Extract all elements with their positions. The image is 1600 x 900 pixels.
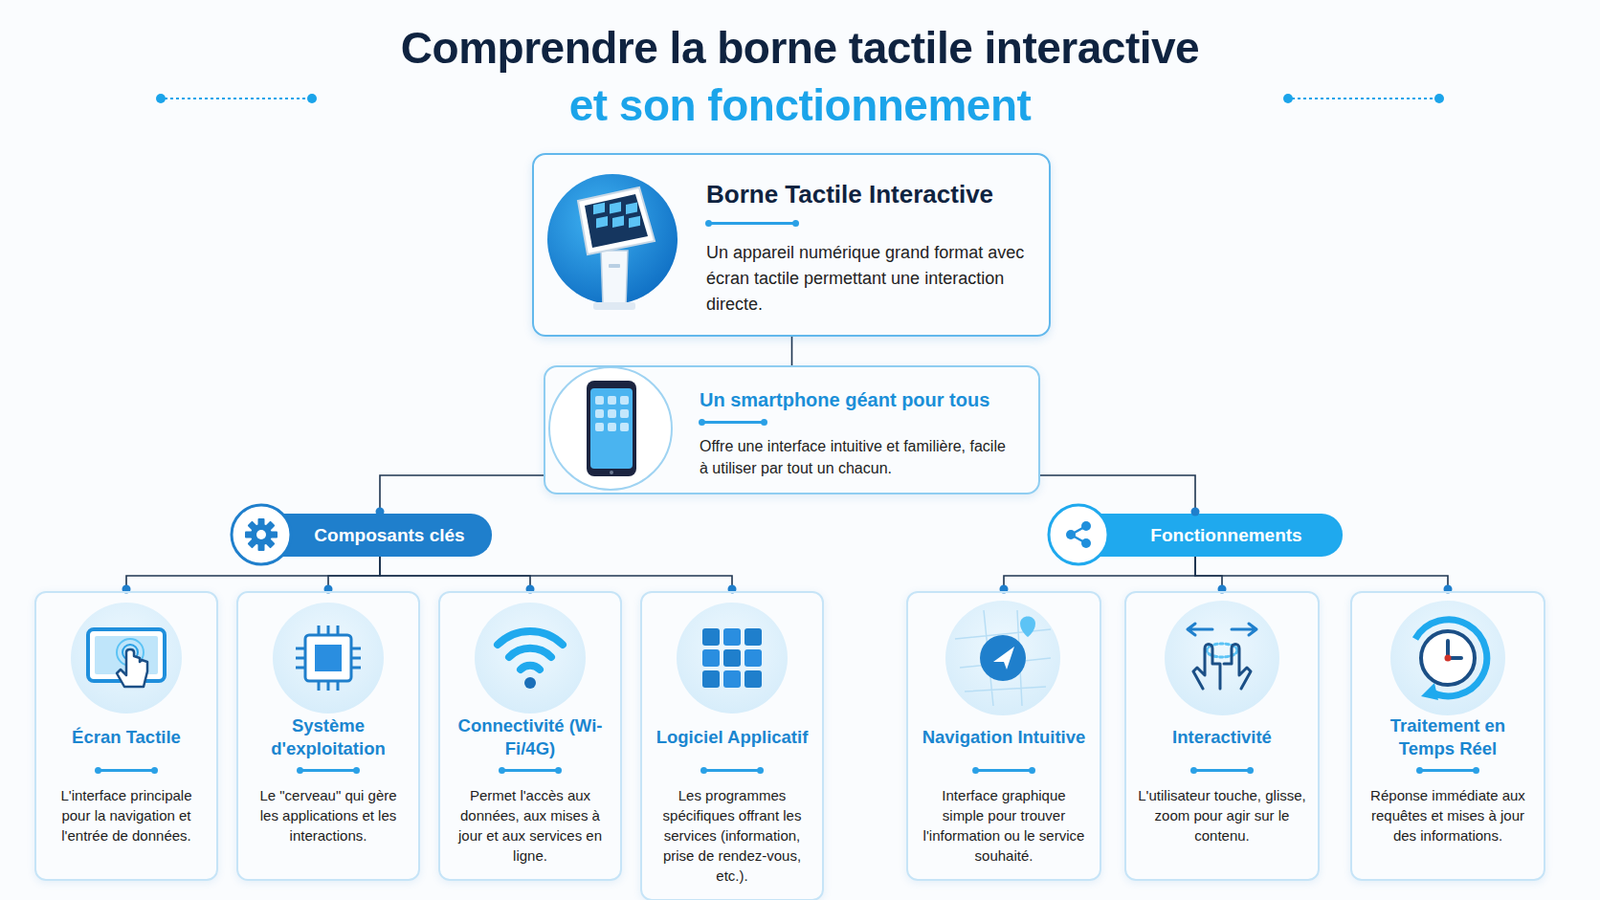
- chip-pin: [327, 625, 331, 636]
- pill-label: Fonctionnements: [1110, 513, 1343, 557]
- connector-line: [791, 336, 794, 366]
- chip-icon: [295, 625, 361, 691]
- clock-icon: [1415, 620, 1488, 701]
- function-card: InteractivitéL'utilisateur touche, gliss…: [1124, 591, 1320, 882]
- heading-underline: [708, 222, 797, 225]
- chip-pin: [351, 647, 361, 651]
- heading-underline: [97, 769, 156, 773]
- connector-line: [328, 556, 380, 592]
- function-card: Traitement en Temps RéelRéponse immédiat…: [1350, 591, 1546, 882]
- heading-underline: [501, 769, 559, 773]
- card-heading: Navigation Intuitive: [919, 713, 1089, 762]
- connector-line: [379, 556, 733, 592]
- chip-pin: [351, 666, 361, 670]
- card-heading: Connectivité (Wi-Fi/4G): [451, 713, 609, 762]
- card-body: L'interface principale pour la navigatio…: [47, 785, 205, 846]
- app-grid-icon: [702, 628, 762, 689]
- card-heading: Traitement en Temps Réel: [1363, 713, 1533, 762]
- card-body: Permet l'accès aux données, aux mises à …: [451, 785, 609, 867]
- gesture-icon: [1187, 623, 1257, 689]
- chip-pin: [295, 647, 306, 651]
- box-heading: Borne Tactile Interactive: [706, 177, 1030, 211]
- chip-pin: [327, 681, 331, 691]
- chip-pin: [351, 657, 361, 661]
- category-pill: Composants clés: [287, 513, 492, 557]
- heading-underline: [975, 769, 1033, 773]
- box-heading: Un smartphone géant pour tous: [699, 386, 1023, 414]
- heading-underline: [1193, 769, 1251, 773]
- box-body: Offre une interface intuitive et familiè…: [699, 435, 1006, 480]
- wifi-icon: [497, 631, 563, 689]
- pill-label: Composants clés: [287, 513, 492, 557]
- card-body: Interface graphique simple pour trouver …: [919, 785, 1089, 867]
- connector-line: [126, 556, 380, 592]
- function-card: Navigation IntuitiveInterface graphique …: [906, 591, 1102, 882]
- chip-pin: [317, 625, 321, 636]
- box-body: Un appareil numérique grand format avec …: [706, 240, 1032, 318]
- connector-line: [379, 556, 531, 592]
- diagram-title: Comprendre la borne tactile interactive …: [397, 19, 1204, 134]
- main-box: Borne Tactile Interactive Un appareil num…: [532, 153, 1051, 337]
- category-pill: Fonctionnements: [1110, 513, 1343, 557]
- pill-fonctionnements: [1048, 505, 1343, 565]
- chip-pin: [295, 657, 306, 661]
- card-heading: Logiciel Applicatif: [653, 713, 811, 762]
- connector-line: [1003, 556, 1196, 592]
- kiosk-icon: [547, 174, 678, 311]
- chip-pin: [295, 666, 306, 670]
- card-body: Les programmes spécifiques offrant les s…: [653, 785, 811, 887]
- connector-line: [1195, 556, 1448, 592]
- chip-pin: [336, 625, 340, 636]
- component-card: Écran TactileL'interface principale pour…: [34, 591, 219, 882]
- touchscreen-icon: [88, 629, 165, 688]
- card-heading: Écran Tactile: [47, 713, 205, 762]
- sub-box: Un smartphone géant pour tousOffre une i…: [543, 365, 1041, 495]
- card-body: L'utilisateur touche, glisse, zoom pour …: [1137, 785, 1307, 846]
- navigation-icon: [955, 610, 1051, 707]
- junction-dot: [376, 508, 385, 517]
- card-body: Le "cerveau" qui gère les applications e…: [249, 785, 407, 846]
- phone-icon: [549, 367, 672, 490]
- connector-line: [1195, 556, 1223, 592]
- chip-pin: [336, 681, 340, 691]
- card-icon-grounds: [70, 600, 1506, 716]
- component-card: Connectivité (Wi-Fi/4G) Permet l'accès au…: [438, 591, 623, 882]
- heading-underline: [701, 421, 765, 424]
- card-heading: Système d'exploitation: [249, 713, 407, 762]
- heading-underline: [1419, 769, 1477, 773]
- heading-underline: [703, 769, 761, 773]
- component-card: Logiciel ApplicatifLes programmes spécif…: [640, 591, 824, 900]
- junction-dot: [1191, 508, 1200, 517]
- chip-pin: [317, 681, 321, 691]
- pill-composants: [231, 505, 492, 565]
- heading-underline: [299, 769, 357, 773]
- card-heading: Interactivité: [1137, 713, 1307, 762]
- card-body: Réponse immédiate aux requêtes et mises …: [1363, 785, 1533, 846]
- connector-line: [379, 475, 544, 514]
- connector-line: [1040, 475, 1196, 514]
- component-card: Système d'exploitation Le "cerveau" qui g…: [236, 591, 421, 882]
